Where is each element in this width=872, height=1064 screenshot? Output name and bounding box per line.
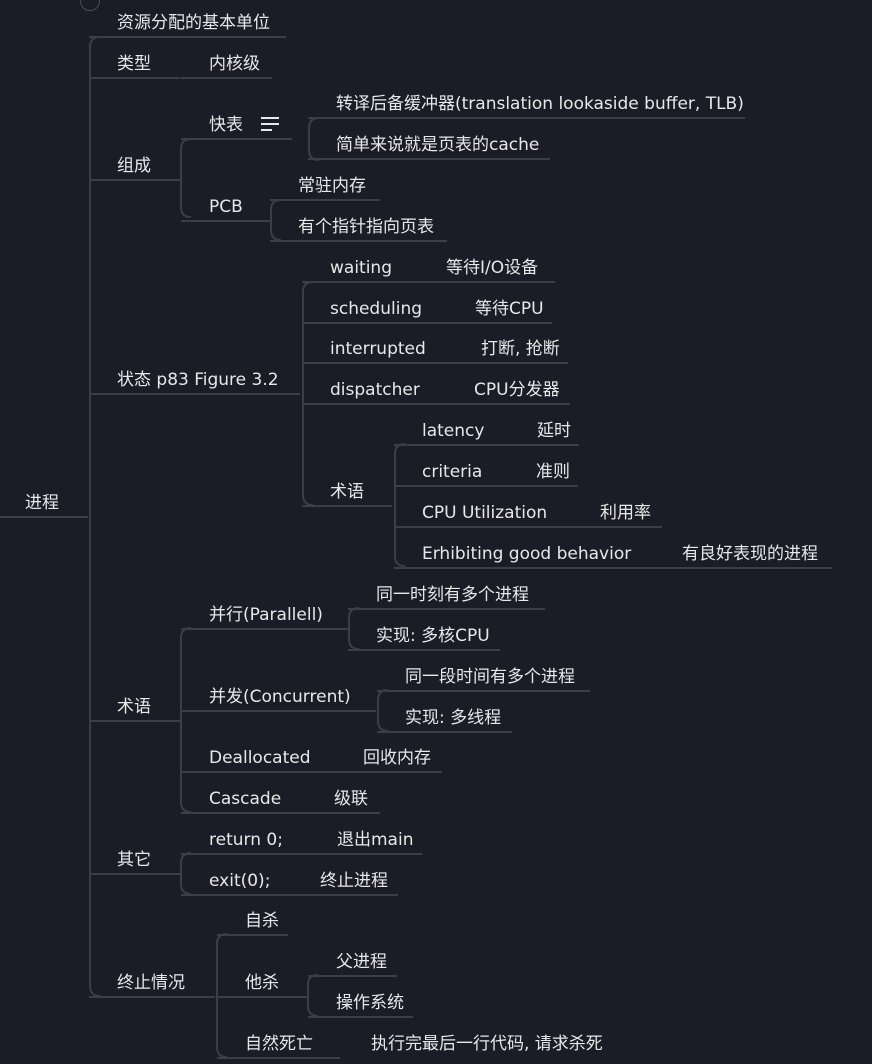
node-terms-parallel[interactable]: 并行(Parallell) bbox=[209, 605, 323, 625]
node-state-items-3-value[interactable]: CPU分发器 bbox=[474, 380, 560, 400]
node-state-terms-items-1-label[interactable]: criteria bbox=[422, 462, 483, 482]
bracket-state bbox=[302, 281, 314, 506]
node-level1-unit[interactable]: 资源分配的基本单位 bbox=[117, 13, 270, 33]
node-terminate-natural[interactable]: 自然死亡 bbox=[245, 1034, 313, 1054]
node-state-items-3-label[interactable]: dispatcher bbox=[330, 380, 420, 400]
node-level1-compose[interactable]: 组成 bbox=[117, 156, 151, 176]
bracket-root bbox=[89, 36, 101, 997]
node-state-items-0-label[interactable]: waiting bbox=[330, 258, 392, 278]
bracket-tlb bbox=[308, 117, 320, 161]
node-terms-cascade-value[interactable]: 级联 bbox=[334, 789, 368, 809]
node-terms-deallocated-label[interactable]: Deallocated bbox=[209, 748, 311, 768]
bracket-parallel bbox=[348, 607, 360, 650]
node-state-items-1-label[interactable]: scheduling bbox=[330, 299, 423, 319]
node-level1-terms[interactable]: 术语 bbox=[117, 697, 151, 717]
node-level1-terminate[interactable]: 终止情况 bbox=[117, 973, 185, 993]
node-terms-concurrent_children-1[interactable]: 实现: 多线程 bbox=[405, 708, 502, 728]
bracket-other bbox=[180, 852, 192, 895]
node-state-items-1-value[interactable]: 等待CPU bbox=[475, 299, 544, 319]
node-state-terms-items-1-value[interactable]: 准则 bbox=[536, 462, 570, 482]
node-level1-type[interactable]: 类型 bbox=[117, 54, 151, 74]
node-compose-tlb_children-0[interactable]: 转译后备缓冲器(translation lookaside buffer, TL… bbox=[336, 94, 744, 114]
node-compose-tlb[interactable]: 快表 bbox=[209, 115, 243, 135]
node-other-items-0-label[interactable]: return 0; bbox=[209, 830, 283, 850]
node-compose-pcb[interactable]: PCB bbox=[209, 197, 243, 217]
bracket-state-terms bbox=[394, 443, 406, 567]
node-state-items-2-label[interactable]: interrupted bbox=[330, 339, 426, 359]
node-other-items-1-label[interactable]: exit(0); bbox=[209, 871, 271, 891]
node-terms-concurrent[interactable]: 并发(Concurrent) bbox=[209, 687, 351, 707]
node-root[interactable]: 进程 bbox=[25, 493, 59, 513]
node-type-value[interactable]: 内核级 bbox=[209, 54, 260, 74]
node-terms-concurrent_children-0[interactable]: 同一段时间有多个进程 bbox=[405, 667, 575, 687]
node-state-terms-label[interactable]: 术语 bbox=[330, 482, 364, 502]
node-level1-other[interactable]: 其它 bbox=[117, 850, 151, 870]
notes-icon[interactable] bbox=[261, 117, 279, 131]
node-state-terms-items-0-value[interactable]: 延时 bbox=[537, 421, 571, 441]
node-state-items-2-value[interactable]: 打断, 抢断 bbox=[481, 339, 560, 359]
bracket-terminate bbox=[216, 933, 228, 1058]
node-state-terms-items-2-label[interactable]: CPU Utilization bbox=[422, 503, 548, 523]
node-terminate-killed[interactable]: 他杀 bbox=[245, 973, 279, 993]
node-compose-pcb_children-0[interactable]: 常驻内存 bbox=[298, 176, 366, 196]
node-state-terms-items-3-label[interactable]: Erhibiting good behavior bbox=[422, 544, 632, 564]
bracket-terms bbox=[180, 627, 192, 813]
node-state-terms-items-0-label[interactable]: latency bbox=[422, 421, 485, 441]
node-state-items-0-value[interactable]: 等待I/O设备 bbox=[446, 258, 539, 278]
node-terminate-natural_value[interactable]: 执行完最后一行代码, 请求杀死 bbox=[371, 1034, 603, 1054]
node-terminate-killed_children-0[interactable]: 父进程 bbox=[336, 952, 387, 972]
node-compose-pcb_children-1[interactable]: 有个指针指向页表 bbox=[298, 217, 434, 237]
node-terms-parallel_children-1[interactable]: 实现: 多核CPU bbox=[376, 626, 490, 646]
node-compose-tlb_children-1[interactable]: 简单来说就是页表的cache bbox=[336, 135, 540, 155]
bracket-killed bbox=[307, 974, 319, 1017]
bracket-concurrent bbox=[377, 689, 389, 732]
node-terms-deallocated-value[interactable]: 回收内存 bbox=[363, 748, 431, 768]
node-other-items-0-value[interactable]: 退出main bbox=[337, 830, 414, 850]
node-other-items-1-value[interactable]: 终止进程 bbox=[320, 871, 388, 891]
node-terms-cascade-label[interactable]: Cascade bbox=[209, 789, 282, 809]
bracket-compose bbox=[180, 138, 192, 218]
node-state-terms-items-2-value[interactable]: 利用率 bbox=[600, 503, 651, 523]
node-level1-state[interactable]: 状态 p83 Figure 3.2 bbox=[117, 370, 279, 390]
node-terminate-killed_children-1[interactable]: 操作系统 bbox=[336, 993, 404, 1013]
node-state-terms-items-3-value[interactable]: 有良好表现的进程 bbox=[682, 544, 818, 564]
node-terms-parallel_children-0[interactable]: 同一时刻有多个进程 bbox=[376, 585, 529, 605]
bracket-pcb bbox=[270, 199, 282, 241]
node-terminate-suicide[interactable]: 自杀 bbox=[245, 911, 279, 931]
